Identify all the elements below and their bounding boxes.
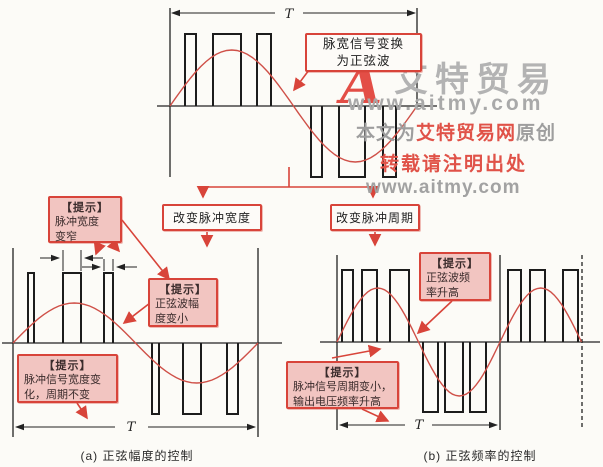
- top-period-label: T: [285, 7, 295, 22]
- annotation-arrows: [75, 69, 453, 423]
- watermark-origin-line: 本文为艾特贸易网原创: [356, 123, 557, 144]
- watermark-url-large: www.aitmy.com: [348, 92, 544, 115]
- diagram-b-sine-wave: [336, 287, 583, 397]
- diagram-b-pulse-train: [341, 269, 579, 413]
- top-waveform: T: [157, 7, 437, 178]
- diagram-a-sine-wave: [12, 302, 259, 384]
- caption-a: (a) 正弦幅度的控制: [80, 449, 194, 463]
- diagram-a-period-label: T: [127, 420, 137, 435]
- flow-box-change-pulse-width: 改变脉冲宽度: [162, 204, 262, 231]
- diagram-b-period-label: T: [415, 418, 425, 433]
- watermark-url-small: www.aitmy.com: [366, 177, 521, 198]
- diagram-b-waveform: T: [320, 255, 600, 433]
- pulse-width-measure-marks: [40, 250, 137, 271]
- flow-box-change-pulse-period: 改变脉冲周期: [330, 204, 420, 231]
- callout-width-changes-period-fixed: 【提示】 脉冲信号宽度变 化，周期不变: [17, 354, 118, 403]
- callout-pulse-width-narrower: 【提示】 脉冲宽度 变窄: [48, 196, 122, 243]
- watermark-notice: 转载请注明出处: [380, 154, 528, 175]
- caption-b: (b) 正弦频率的控制: [423, 449, 537, 463]
- top-sine-wave: [169, 49, 418, 163]
- callout-pwm-to-sine: 脉宽信号变换 为正弦波: [305, 33, 422, 72]
- diagram-a-pulse-train: [27, 272, 239, 415]
- diagram-a-waveform: T: [2, 248, 282, 437]
- top-pulse-train: [184, 33, 397, 178]
- callout-period-smaller-freq-higher: 【提示】 脉冲信号周期变小， 输出电压频率升高: [286, 361, 399, 409]
- callout-sine-amplitude-smaller: 【提示】 正弦波幅 度变小: [148, 278, 218, 327]
- callout-sine-frequency-higher: 【提示】 正弦波频 率升高: [419, 252, 491, 301]
- flow-connector: [196, 167, 380, 199]
